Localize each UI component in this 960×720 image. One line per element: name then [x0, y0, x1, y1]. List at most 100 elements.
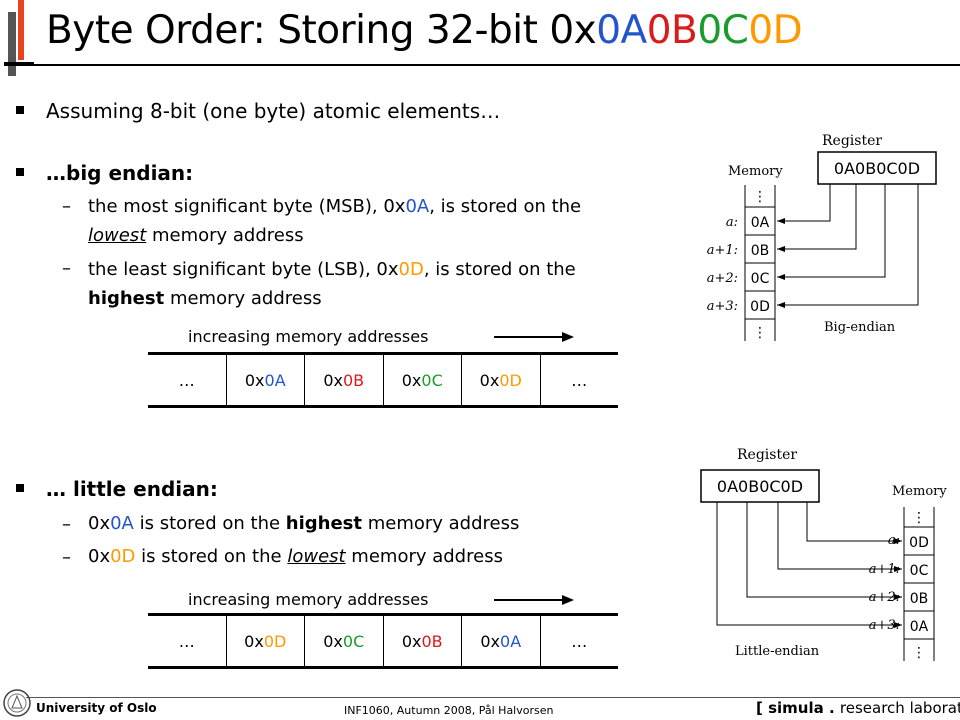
big-diagram-addr-0: a: — [726, 215, 738, 230]
sub-bullet-dash: – — [62, 547, 71, 568]
little-sub1-c: memory address — [362, 513, 520, 534]
little-sub2: 0x0D is stored on the lowest memory addr… — [88, 543, 503, 570]
big-sub2-line1: the least significant byte (LSB), 0x0D, … — [88, 256, 576, 283]
byte-cell-hex: 0B — [421, 631, 443, 651]
slide-title: Byte Order: Storing 32-bit 0x0A0B0C0D — [46, 8, 803, 53]
big-diagram-caption: Big-endian — [824, 320, 896, 335]
big-address-label: increasing memory addresses — [188, 327, 429, 346]
intro-text: Assuming 8-bit (one byte) atomic element… — [46, 99, 501, 123]
byte-cell-prefix: … — [178, 631, 195, 651]
footer-simula: simula — [768, 699, 824, 717]
little-diagram-val-0: 0D — [909, 535, 929, 551]
byte-cell-hex: 0D — [499, 370, 522, 390]
byte-cell: … — [148, 355, 226, 405]
byte-cell-hex: 0A — [264, 370, 286, 390]
title-byte-0C: 0C — [697, 8, 749, 53]
little-sub2-b: is stored on the — [135, 546, 288, 567]
little-diagram-register-value: 0A0B0C0D — [717, 477, 803, 496]
big-diagram-register-box — [817, 151, 937, 185]
byte-cell-hex: 0A — [500, 631, 522, 651]
footer-course: INF1060, Autumn 2008, Pål Halvorsen — [344, 704, 554, 717]
bullet-square — [16, 106, 24, 114]
sub-bullet-dash: – — [62, 258, 71, 279]
little-diagram-caption: Little-endian — [735, 644, 820, 659]
big-sub2-text-a: the least significant byte (LSB), 0x — [88, 259, 399, 280]
big-diagram-val-0: 0A — [751, 215, 770, 231]
little-diagram-val-3: 0A — [910, 619, 929, 635]
little-diagram-register-label: Register — [737, 447, 797, 463]
little-diagram-ellipsis-top: ⋮ — [912, 510, 926, 526]
little-sub1: 0x0A is stored on the highest memory add… — [88, 510, 519, 537]
little-sub1-bold: highest — [285, 513, 362, 534]
big-sub2-hex: 0D — [398, 259, 424, 280]
little-sub1-b: is stored on the — [133, 513, 286, 534]
big-sub2-line2: highest memory address — [88, 285, 322, 312]
big-sub1-em: lowest — [88, 225, 147, 246]
big-diagram-register-label: Register — [822, 133, 882, 149]
sub-bullet-dash: – — [62, 514, 71, 535]
big-sub1-text-a: the most significant byte (MSB), 0x — [88, 196, 406, 217]
little-sub1-a: 0x — [88, 513, 111, 534]
byte-cell-hex: 0D — [263, 631, 287, 651]
big-sub1-line1: the most significant byte (MSB), 0x0A, i… — [88, 193, 581, 220]
big-sub1-text-b: , is stored on the — [429, 196, 582, 217]
little-diagram-memory-label: Memory — [892, 484, 947, 499]
bullet-square — [16, 484, 24, 492]
big-diagram-ellipsis-top: ⋮ — [753, 189, 767, 205]
big-endian-heading: …big endian: — [46, 161, 194, 185]
little-sub1-hex: 0A — [110, 513, 134, 534]
title-prefix: Byte Order: Storing 32-bit 0x — [46, 8, 597, 53]
little-sub2-em: lowest — [287, 546, 346, 567]
byte-cell-prefix: 0x — [244, 370, 265, 390]
big-endian-diagram: Register 0A0B0C0D Memory ⋮ a: a+1: a+2: … — [707, 133, 937, 341]
sub-bullet-dash: – — [62, 196, 71, 217]
big-sub2-rest: memory address — [164, 288, 322, 309]
university-seal-icon — [3, 689, 31, 717]
byte-cell: … — [539, 616, 619, 666]
big-sub1-rest: memory address — [146, 225, 304, 246]
big-sub1-hex: 0A — [405, 196, 430, 217]
little-diagram-register-box — [700, 469, 820, 503]
byte-cell-prefix: 0x — [244, 631, 264, 651]
byte-cell-prefix: … — [178, 370, 195, 390]
little-address-arrow-icon — [494, 595, 574, 605]
footer-research-lab: research laboratory — [839, 699, 960, 717]
footer-university: University of Oslo — [36, 701, 157, 715]
big-address-arrow-icon — [494, 332, 574, 342]
title-byte-0B: 0B — [646, 8, 698, 53]
big-diagram-addr-1: a+1: — [707, 243, 738, 258]
footer-bracket-open: [ — [756, 699, 763, 717]
title-byte-0A: 0A — [596, 8, 647, 53]
big-diagram-addr-3: a+3: — [707, 299, 738, 314]
byte-cell-prefix: … — [571, 631, 588, 651]
little-sub2-hex: 0D — [110, 546, 136, 567]
little-sub2-a: 0x — [88, 546, 111, 567]
byte-cell-hex: 0B — [343, 370, 365, 390]
big-diagram-val-2: 0C — [751, 271, 770, 287]
byte-cell-prefix: 0x — [401, 631, 422, 651]
byte-cell-prefix: 0x — [401, 370, 422, 390]
byte-cell-prefix: 0x — [480, 631, 501, 651]
big-diagram-addr-2: a+2: — [707, 271, 738, 286]
little-diagram-val-1: 0C — [910, 563, 929, 579]
big-diagram-val-3: 0D — [750, 299, 770, 315]
byte-cell-prefix: 0x — [323, 370, 343, 390]
big-diagram-val-1: 0B — [751, 243, 770, 259]
byte-cell-prefix: 0x — [323, 631, 343, 651]
bullet-square — [16, 168, 24, 176]
little-endian-diagram: Register 0A0B0C0D Memory ⋮ a: a+1: a+2: … — [700, 447, 947, 661]
byte-cell-prefix: … — [571, 370, 588, 390]
byte-cell: … — [539, 355, 619, 405]
title-deco-red-bar — [18, 0, 24, 60]
byte-cell-prefix: 0x — [479, 370, 500, 390]
little-diagram-val-2: 0B — [910, 591, 929, 607]
